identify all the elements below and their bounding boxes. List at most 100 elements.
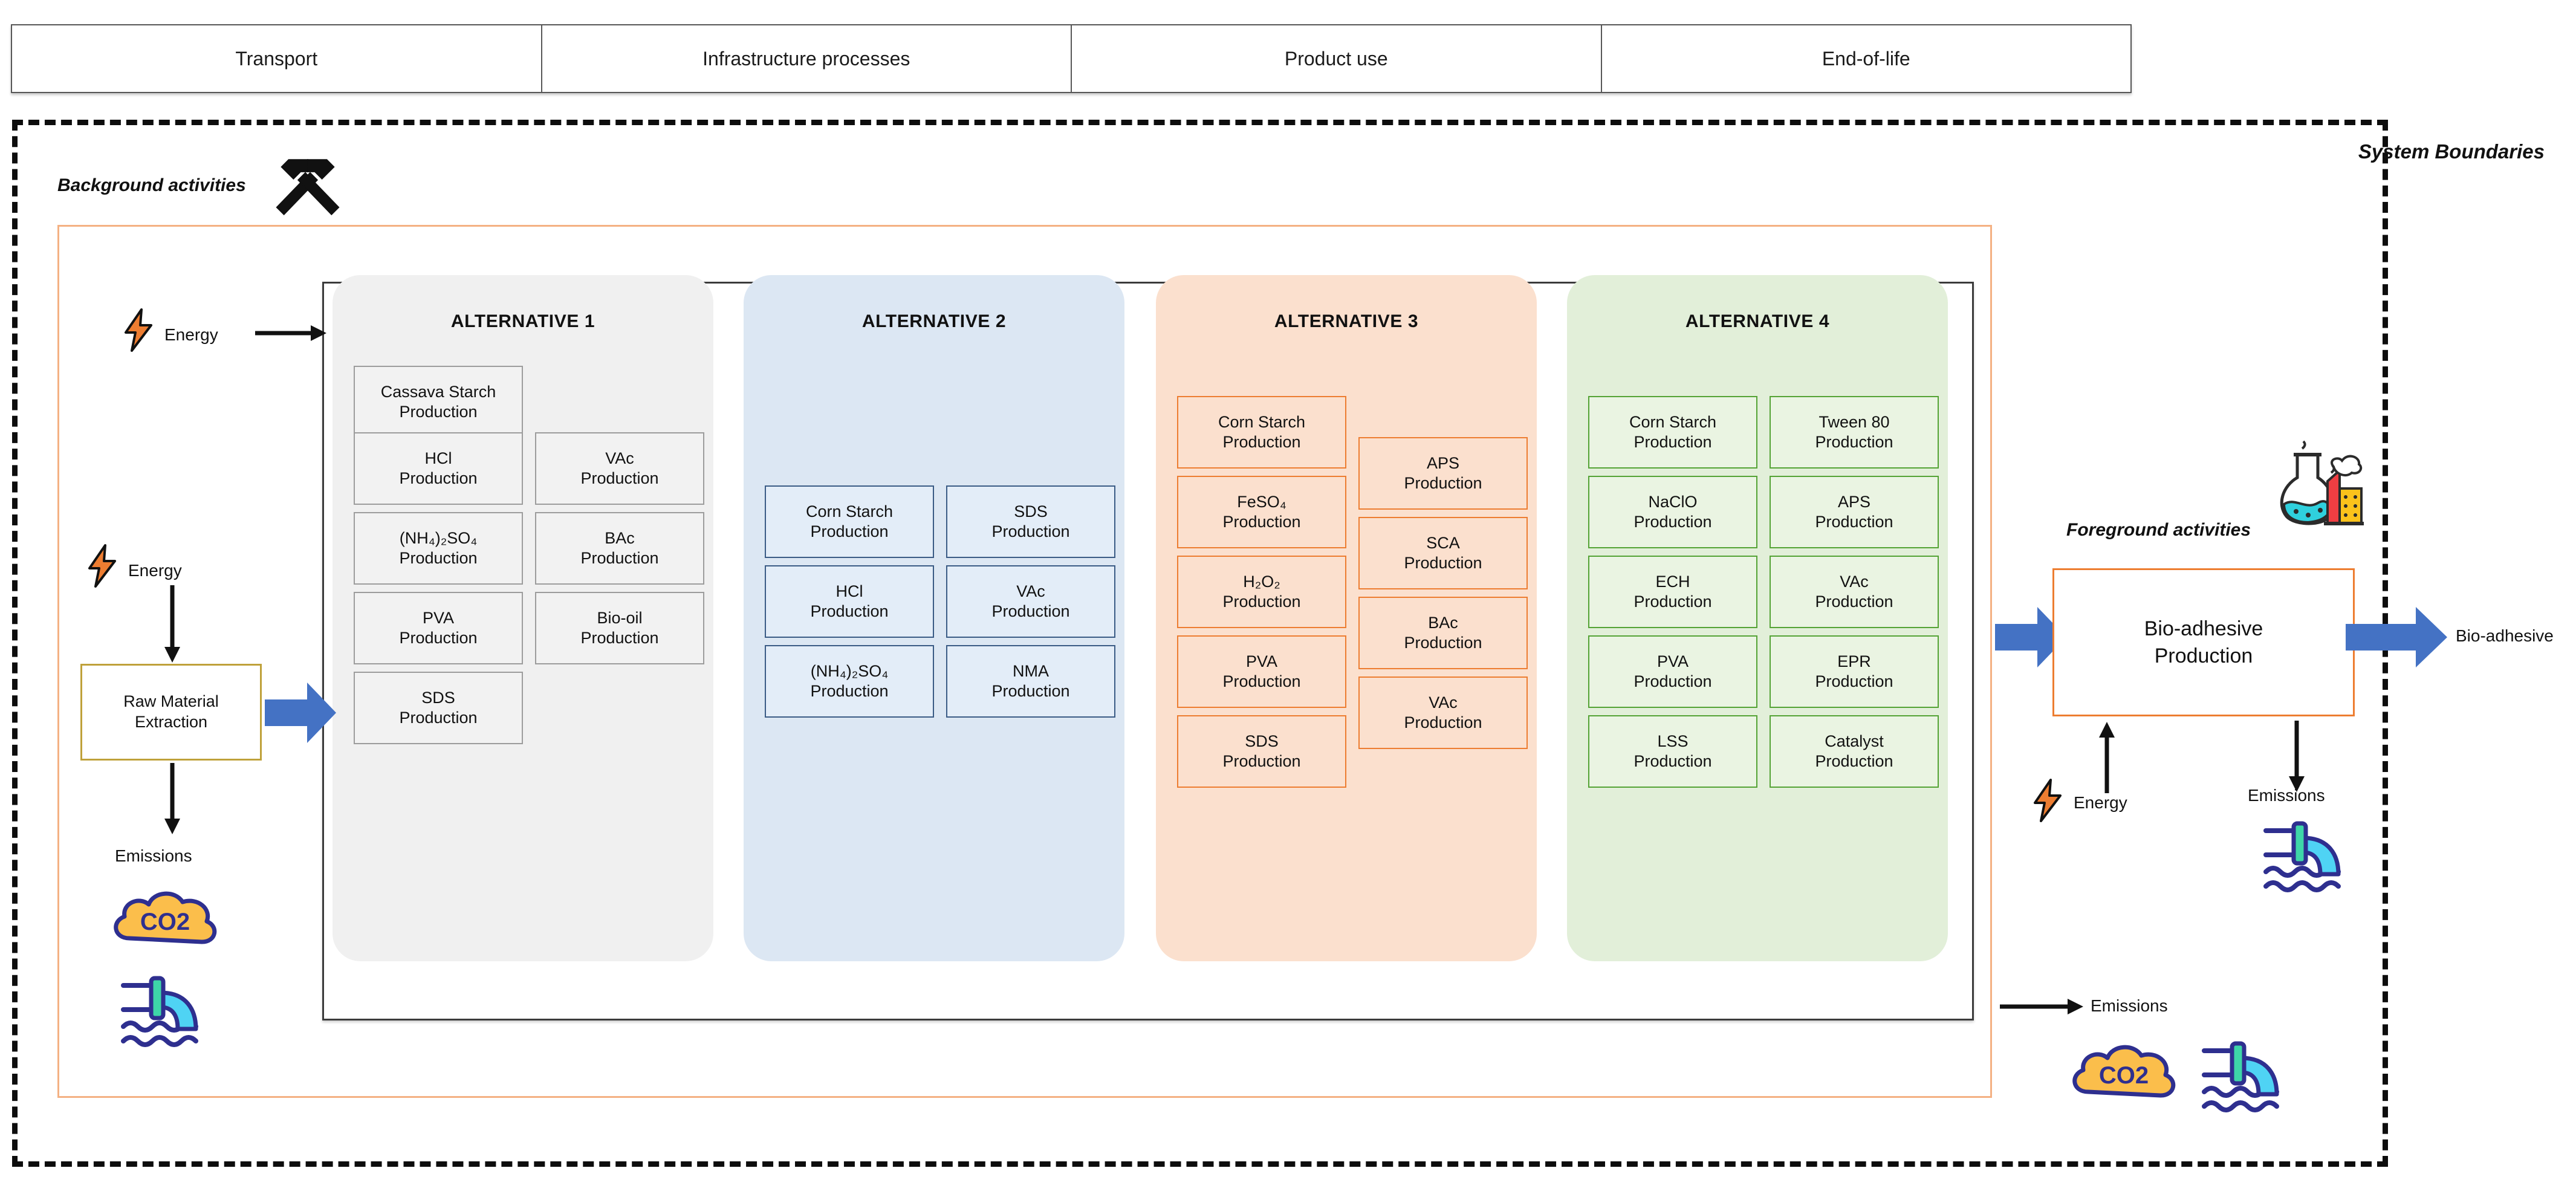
alternative-2-item-right-3-line1: NMA bbox=[1013, 662, 1049, 681]
alternative-1-item-full-1-line2: Production bbox=[399, 403, 478, 421]
raw-material-extraction-box[interactable]: Raw Material Extraction bbox=[80, 664, 262, 761]
alternative-2-item-right-1-line2: Production bbox=[991, 522, 1070, 540]
arrow-bioadhesive-to-emissions bbox=[2289, 721, 2305, 792]
bio-adhesive-production-box[interactable]: Bio-adhesive Production bbox=[2052, 568, 2355, 716]
alternative-4-item-left-5-line1: LSS bbox=[1657, 732, 1689, 751]
alternative-3-item-right-3-line1: BAc bbox=[1428, 614, 1458, 632]
co2-cloud-icon-foreground: CO2 bbox=[2072, 1045, 2176, 1098]
water-discharge-icon-bottom bbox=[2202, 1041, 2279, 1112]
alternative-3-item-right-4-line2: Production bbox=[1404, 713, 1482, 732]
alternative-4-item-right-1-line1: Tween 80 bbox=[1818, 413, 1890, 432]
alternative-3-title: ALTERNATIVE 3 bbox=[1274, 311, 1419, 331]
alternative-1-item-right-1-line1: VAc bbox=[605, 449, 634, 468]
alternative-1-item-right-2-line2: Production bbox=[580, 549, 659, 567]
alternative-4-item-left-1-line2: Production bbox=[1634, 433, 1712, 451]
alternative-4-item-left-3-line2: Production bbox=[1634, 592, 1712, 611]
co2-cloud-text-foreground: CO2 bbox=[2099, 1062, 2149, 1089]
alternative-3-item-left-5-line1: SDS bbox=[1245, 732, 1279, 751]
alternative-2-title: ALTERNATIVE 2 bbox=[861, 311, 1007, 331]
energy-bolt-icon-top bbox=[125, 308, 152, 352]
alternative-4-item-right-3-line1: VAc bbox=[1840, 573, 1869, 591]
raw-material-extraction-line1: Raw Material bbox=[123, 692, 219, 711]
alternative-1-item-right-3-line1: Bio-oil bbox=[597, 609, 643, 628]
background-activities-label: Background activities bbox=[57, 175, 246, 195]
lifecycle-stage-infrastructure-processes[interactable]: Infrastructure processes bbox=[542, 25, 1072, 92]
alternative-3-item-left-4-line1: PVA bbox=[1245, 652, 1278, 671]
alternative-1-item-right-3-line2: Production bbox=[580, 629, 659, 647]
lifecycle-stage-product-use[interactable]: Product use bbox=[1072, 25, 1602, 92]
alternative-4-item-left-2-line1: NaClO bbox=[1648, 493, 1698, 511]
energy-bolt-icon-mid bbox=[88, 544, 116, 588]
alternative-2-item-left-1-line2: Production bbox=[810, 522, 889, 540]
arrow-alternatives-to-emissions-bottom bbox=[2000, 999, 2083, 1014]
water-discharge-icon-foreground bbox=[2263, 821, 2341, 892]
arrow-energy-to-alternatives bbox=[255, 325, 326, 341]
alternative-2-item-right-3-line2: Production bbox=[991, 682, 1070, 700]
energy-label-foreground: Energy bbox=[2074, 793, 2127, 812]
raw-material-extraction-line2: Extraction bbox=[134, 713, 208, 731]
alternative-2-item-right-1-line1: SDS bbox=[1014, 502, 1048, 521]
alternative-3-item-left-2-line2: Production bbox=[1222, 513, 1301, 531]
lifecycle-stage-transport[interactable]: Transport bbox=[12, 25, 542, 92]
alternative-2-item-left-2-line2: Production bbox=[810, 602, 889, 620]
alternative-1-item-right-1-line2: Production bbox=[580, 469, 659, 487]
crossed-hammers-icon bbox=[276, 159, 340, 216]
alternative-2-item-left-3-line1: (NH₄)₂SO₄ bbox=[810, 662, 889, 681]
alternative-4-item-left-4-line2: Production bbox=[1634, 672, 1712, 690]
blue-arrow-raw-to-alternatives bbox=[265, 683, 336, 743]
alternative-4-item-left-3-line1: ECH bbox=[1655, 573, 1690, 591]
alternative-3-item-left-2-line1: FeSO₄ bbox=[1237, 493, 1286, 511]
alternative-1-item-left-1-line1: HCl bbox=[424, 449, 452, 468]
alternative-1-item-left-4-line2: Production bbox=[399, 709, 478, 727]
alternative-1-item-left-2-line1: (NH₄)₂SO₄ bbox=[399, 529, 478, 548]
alternative-4-item-right-5-line1: Catalyst bbox=[1825, 732, 1884, 751]
alternative-2-item-left-2-line1: HCl bbox=[835, 582, 863, 601]
alternative-3-item-left-3-line2: Production bbox=[1222, 592, 1301, 611]
alternative-1-title: ALTERNATIVE 1 bbox=[450, 311, 595, 331]
alternative-3-item-left-2[interactable]: FeSO₄ Production bbox=[1177, 476, 1346, 548]
alternative-3-item-right-2-line2: Production bbox=[1404, 554, 1482, 572]
emissions-label-foreground: Emissions bbox=[2248, 786, 2325, 805]
alternative-3-item-left-1-line2: Production bbox=[1222, 433, 1301, 451]
lifecycle-stage-end-of-life[interactable]: End-of-life bbox=[1822, 47, 1910, 70]
arrow-raw-material-to-emissions bbox=[164, 763, 180, 834]
alternative-1-item-full-1-line1: Cassava Starch bbox=[380, 383, 496, 401]
